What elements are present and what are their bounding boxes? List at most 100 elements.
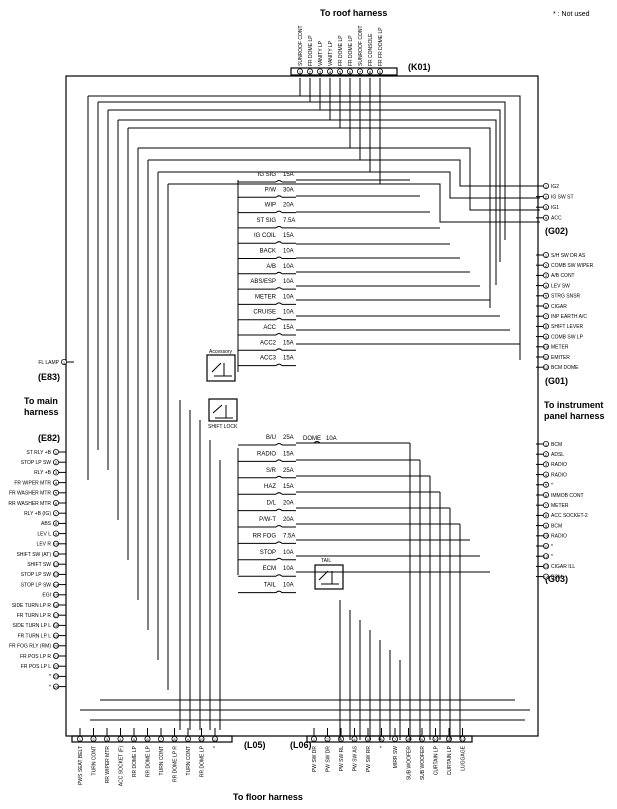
upper-fuse-rating: 15A [283, 325, 294, 331]
instrument-harness-line2: panel harness [544, 411, 605, 421]
lower-fuse-name: B/U [266, 435, 276, 441]
l05-pin-label: RR DOME LP [199, 745, 205, 777]
e82-pin-label: FR WIPER MTR [14, 480, 51, 486]
lower-fuse-name: S/R [266, 468, 277, 474]
e82-pin-number: 11 [54, 552, 59, 557]
l06-pin-label: CURTAIN LP [433, 745, 439, 775]
fuse-box-frame [65, 75, 539, 737]
g01-pin-label: METER [551, 345, 569, 351]
e82-pin-number: 7 [55, 511, 58, 516]
g03-id: (G03) [545, 574, 568, 584]
e82-pin: 5FR WASHER MTR [9, 489, 66, 497]
upper-fuse-name: IG COIL [254, 233, 277, 239]
g01-pin-number: 2 [545, 263, 548, 268]
upper-fuse-symbol [238, 195, 296, 198]
upper-fuse-symbol [238, 333, 296, 336]
l06-pin-label: PW SW DR [325, 746, 331, 772]
l06-pin-circle [391, 736, 398, 743]
e82-pin: 1ST RLY +B [26, 448, 66, 456]
k01-pin-circle [366, 68, 373, 75]
l06-pin-label: * [379, 746, 385, 748]
g03-pin-label: METER [551, 503, 569, 509]
shift-lock-relay-box [208, 398, 238, 422]
g03-pin: 12* [536, 553, 553, 560]
l05-pin-number: 9 [187, 737, 190, 742]
e82-pin-number: 22 [54, 664, 59, 669]
g03-pin: 5* [536, 481, 553, 489]
lower-fuse-name: HAZ [264, 484, 276, 490]
lower-fuse-rating: 15A [283, 484, 294, 490]
dome-fuse: DOME 10A [300, 436, 340, 444]
upper-fuse-name: P/W [265, 187, 277, 193]
k01-pin-number: 8 [369, 69, 372, 74]
upper-fuse-name: METER [255, 294, 277, 300]
e82-pin: 6RR WASHER MTR [8, 499, 66, 507]
g03-pin-label: RADIO [551, 472, 567, 478]
g01-pin-number: 8 [545, 324, 548, 329]
g03-pin-number: 14 [544, 574, 549, 579]
l05-pin-label: TURN CONT [186, 746, 192, 775]
lower-fuse-rating: 25A [283, 468, 294, 474]
upper-fuse-symbol [238, 271, 296, 275]
l06-pin-label: LUGGAGE [460, 745, 466, 770]
lower-fuse-rating: 25A [283, 435, 294, 441]
g01-pin-label: SHIFT LEVER [551, 324, 584, 330]
e82-pin: 24* [49, 683, 66, 690]
k01-pin-circle [316, 68, 323, 75]
e82-pin-label: STOP LP SW [21, 582, 52, 588]
e82-pin-number: 18 [54, 623, 59, 628]
k01-pin-label: VANITY LP [318, 40, 324, 66]
e82-pin-number: 19 [54, 633, 59, 638]
k01-pin-label: FR DOME LP [338, 35, 344, 66]
l06-pin: 4PW SW AS [351, 728, 358, 771]
upper-fuse-symbol [238, 363, 296, 367]
l05-pin: 6RR DOME LP [144, 728, 151, 777]
l06-pin-label: SUB WOOFER [406, 746, 412, 781]
upper-fuse-name: IG SIG [258, 172, 277, 178]
upper-fuse-rating: 10A [283, 294, 294, 300]
g03-pin-label: ADSL [551, 452, 564, 458]
g02-id: (G02) [545, 226, 568, 236]
l06-pin-number: 10 [433, 737, 438, 742]
k01-pin-number: 9 [379, 69, 382, 74]
lower-fuse-symbol [238, 492, 296, 495]
e82-pin-number: 5 [55, 491, 58, 496]
e82-pin-number: 14 [54, 582, 59, 587]
e82-pin-label: LEV R [37, 542, 52, 548]
g03-pin-number: 10 [544, 534, 549, 539]
floor-harness-title: To floor harness [233, 792, 303, 802]
g01-pin-label: STRG SNSR [551, 294, 581, 300]
lower-fuse: B/U 25A [238, 435, 296, 446]
accessory-relay-symbol [211, 362, 232, 377]
l06-pin: 5PW SW RR [364, 728, 372, 772]
upper-fuse-symbol [238, 256, 296, 259]
upper-fuse-name: ST SIG [256, 218, 276, 224]
l06-pin: 1PW SW DR [310, 728, 318, 772]
k01-pin-label: SUNROOF CONT [358, 25, 364, 66]
upper-fuse-name: ACC2 [260, 340, 277, 346]
